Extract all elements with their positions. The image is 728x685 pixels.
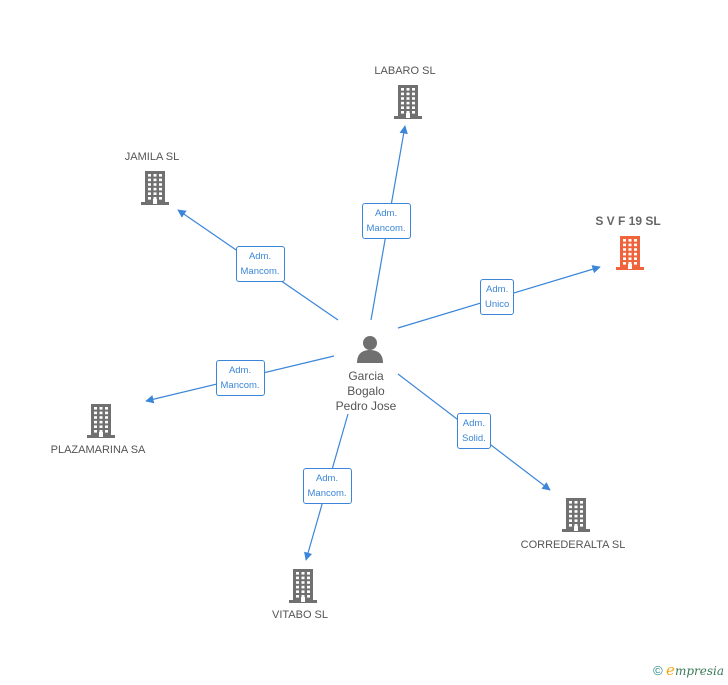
correderalta-building-icon[interactable] <box>560 497 592 538</box>
plazamarina-label[interactable]: PLAZAMARINA SA <box>50 444 146 456</box>
jamila-label[interactable]: JAMILA SL <box>124 151 180 163</box>
edge-label-jamila: Adm.Mancom. <box>235 246 285 282</box>
edge-label-labaro: Adm.Mancom. <box>361 203 411 239</box>
person-icon[interactable] <box>355 334 385 369</box>
person-name-line-3: Pedro Jose <box>335 399 397 413</box>
jamila-building-icon[interactable] <box>139 170 171 211</box>
vitabo-label[interactable]: VITABO SL <box>271 609 329 621</box>
edge-label-correderalta: Adm.Solid. <box>457 413 491 449</box>
plazamarina-building-icon[interactable] <box>85 403 117 444</box>
edge-label-vitabo: Adm.Mancom. <box>302 468 352 504</box>
svf19-building-icon[interactable] <box>614 235 646 276</box>
svf19-label[interactable]: S V F 19 SL <box>595 214 661 228</box>
edge-label-plazamarina: Adm.Mancom. <box>215 360 265 396</box>
footer-brand: © empresia <box>653 661 724 679</box>
brand-logo-initial: e <box>666 661 675 679</box>
person-name-line-1: Garcia <box>348 369 384 383</box>
correderalta-label[interactable]: CORREDERALTA SL <box>520 539 626 551</box>
person-name-line-2: Bogalo <box>347 384 385 398</box>
edge-label-svf19: Adm.Unico <box>480 279 515 315</box>
person-name[interactable]: Garcia Bogalo Pedro Jose <box>336 369 397 414</box>
labaro-label[interactable]: LABARO SL <box>374 65 436 77</box>
brand-logo-text: mpresia <box>674 664 724 678</box>
vitabo-building-icon[interactable] <box>287 568 319 609</box>
labaro-building-icon[interactable] <box>392 84 424 125</box>
copyright-symbol: © <box>653 663 663 678</box>
